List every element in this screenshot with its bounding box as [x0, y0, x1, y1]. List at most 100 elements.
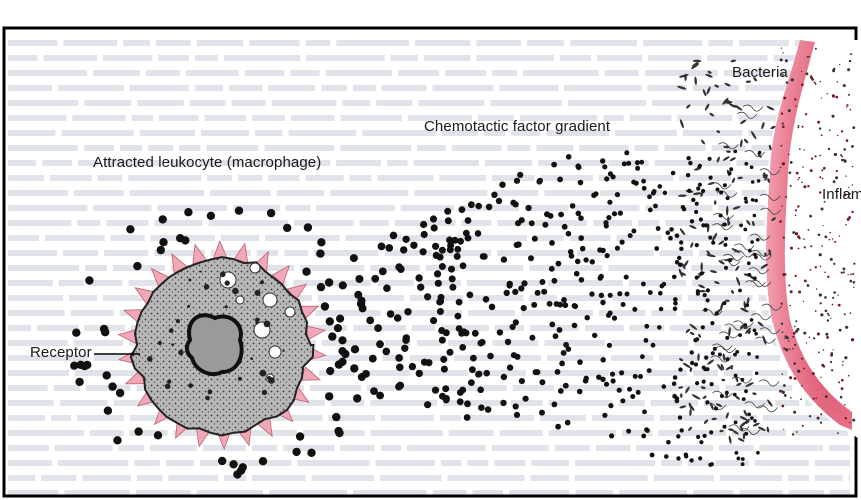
factor-dot: [307, 449, 315, 457]
bg-text-fragment: [492, 445, 549, 451]
bg-text-fragment: [630, 115, 672, 121]
factor-dot: [421, 231, 428, 238]
factor-dot: [690, 350, 694, 354]
factor-dot: [514, 412, 520, 418]
tissue-speck: [837, 135, 838, 136]
factor-dot: [496, 198, 502, 204]
bg-text-fragment: [532, 370, 609, 376]
tissue-speck: [846, 139, 849, 142]
bg-text-fragment: [340, 445, 374, 451]
factor-dot: [617, 388, 622, 393]
bg-text-fragment: [8, 400, 54, 406]
factor-dot: [675, 233, 680, 238]
tissue-speck: [816, 288, 818, 290]
factor-dot: [695, 276, 699, 280]
bg-text-fragment: [398, 70, 439, 76]
tissue-speck: [810, 169, 813, 172]
factor-dot: [376, 392, 384, 400]
factor-dot: [396, 364, 404, 372]
granule: [158, 341, 162, 345]
bg-text-fragment: [555, 445, 590, 451]
factor-dot: [676, 434, 680, 438]
factor-dot: [566, 231, 572, 237]
factor-dot: [316, 249, 324, 257]
factor-dot: [666, 440, 671, 445]
bg-text-fragment: [660, 250, 693, 256]
factor-dot: [477, 387, 484, 394]
receptor-label: Receptor: [30, 344, 92, 361]
factor-dot: [720, 394, 724, 398]
bg-text-fragment: [51, 415, 71, 421]
tissue-speck: [795, 330, 798, 333]
factor-dot: [708, 157, 712, 161]
bg-text-fragment: [306, 55, 384, 61]
tissue-speck: [788, 109, 791, 112]
factor-dot: [486, 204, 493, 211]
factor-dot: [591, 193, 596, 198]
bg-text-fragment: [469, 295, 523, 301]
factor-dot: [565, 420, 571, 426]
bg-text-fragment: [688, 295, 753, 301]
tissue-speck: [826, 336, 829, 339]
bg-text-fragment: [724, 370, 753, 376]
tissue-speck: [792, 348, 794, 350]
bg-text-fragment: [788, 475, 809, 481]
tissue-speck: [849, 422, 851, 424]
factor-dot: [647, 368, 652, 373]
tissue-speck: [790, 247, 793, 250]
bg-text-fragment: [492, 175, 535, 181]
bg-text-fragment: [596, 445, 630, 451]
tissue-speck: [832, 115, 835, 118]
bg-text-fragment: [360, 220, 389, 226]
factor-dot: [728, 171, 732, 175]
factor-dot: [597, 247, 602, 252]
leukocyte-label: Attracted leukocyte (macrophage): [93, 154, 321, 171]
bg-text-fragment: [148, 145, 173, 151]
tissue-speck: [833, 349, 834, 350]
factor-dot: [701, 223, 705, 227]
factor-dot: [738, 289, 742, 293]
granule: [169, 328, 174, 333]
factor-dot: [675, 396, 680, 401]
tissue-speck: [829, 239, 831, 241]
tissue-speck: [852, 273, 854, 275]
factor-dot: [468, 201, 475, 208]
factor-dot: [695, 243, 699, 247]
factor-dot: [750, 165, 754, 169]
bg-text-fragment: [694, 340, 766, 346]
tissue-speck: [785, 348, 788, 351]
granule: [220, 272, 226, 278]
tissue-speck: [788, 340, 790, 342]
factor-dot: [460, 262, 467, 269]
bg-text-fragment: [755, 460, 809, 466]
tissue-speck: [818, 352, 820, 354]
bg-text-fragment: [683, 130, 743, 136]
factor-dot: [485, 406, 492, 413]
bg-text-fragment: [605, 70, 639, 76]
tissue-speck: [821, 208, 824, 211]
factor-dot: [619, 370, 624, 375]
bg-text-fragment: [497, 250, 571, 256]
factor-dot: [644, 338, 649, 343]
bg-text-fragment: [8, 145, 78, 151]
bg-text-fragment: [468, 310, 515, 316]
factor-dot: [723, 223, 727, 227]
factor-dot: [383, 348, 391, 356]
bg-text-fragment: [326, 70, 392, 76]
factor-dot: [658, 184, 663, 189]
factor-dot: [184, 208, 192, 216]
tissue-speck: [809, 337, 811, 339]
factor-dot: [641, 282, 646, 287]
tissue-speck: [804, 246, 806, 248]
factor-dot: [642, 409, 647, 414]
factor-dot: [706, 288, 710, 292]
tissue-speck: [828, 148, 830, 150]
factor-dot: [362, 370, 370, 378]
bg-text-fragment: [759, 370, 788, 376]
factor-dot: [624, 150, 629, 155]
inflamed-label: Inflam: [822, 186, 861, 203]
factor-dot: [725, 391, 729, 395]
bg-text-fragment: [265, 145, 335, 151]
bg-text-fragment: [272, 415, 322, 421]
factor-dot: [703, 308, 707, 312]
